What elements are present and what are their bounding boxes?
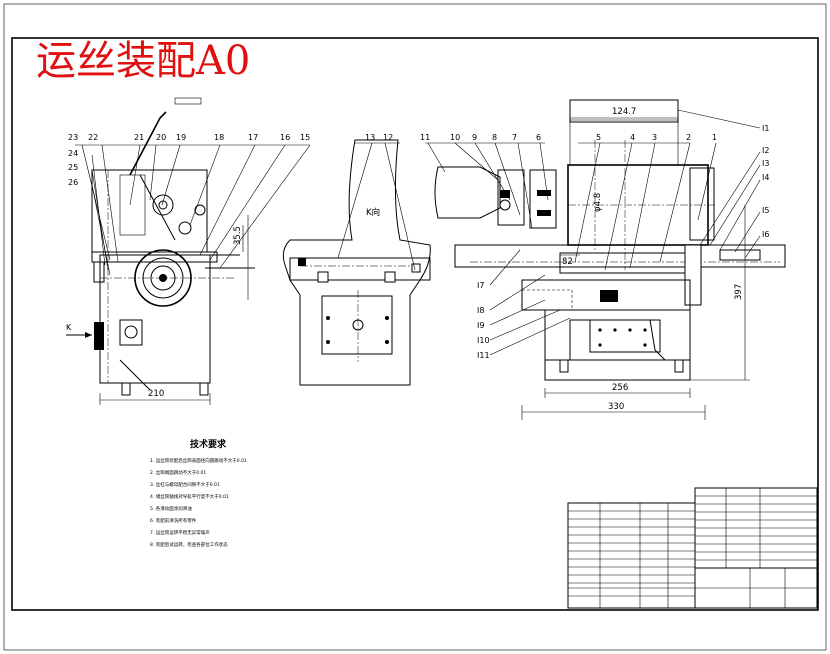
tech-req-item: 6. 装配前清洗所有零件 xyxy=(150,517,197,524)
part-label: 12 xyxy=(383,133,393,142)
k-arrow-label: K xyxy=(66,323,72,332)
part-label: 19 xyxy=(176,133,186,142)
part-label: 5 xyxy=(596,133,601,142)
part-label: 22 xyxy=(88,133,98,142)
outer-border xyxy=(3,3,827,651)
part-label: 25 xyxy=(68,163,78,172)
part-label: I2 xyxy=(762,146,769,155)
part-label: 17 xyxy=(248,133,258,142)
part-label: 26 xyxy=(68,178,78,187)
dimension-label: 330 xyxy=(608,402,624,412)
part-label: 4 xyxy=(630,133,635,142)
part-label: 24 xyxy=(68,149,78,158)
part-label: 20 xyxy=(156,133,166,142)
part-label: 3 xyxy=(652,133,657,142)
inner-border xyxy=(11,37,819,611)
part-label: 2 xyxy=(686,133,691,142)
side-view: K xyxy=(66,97,311,405)
sheet-title: 运丝装配A0 xyxy=(36,38,250,84)
motor xyxy=(434,166,501,219)
part-label: 15 xyxy=(300,133,310,142)
dimension-label: 397 xyxy=(734,284,744,300)
dimension-label: 210 xyxy=(148,389,164,399)
tech-req-item: 7. 运丝筒运转平稳无异常噪声 xyxy=(150,529,210,536)
dimension-label: φ4.8 xyxy=(593,193,603,212)
tech-req-item: 2. 丝筒端面跳动不大于0.01 xyxy=(150,469,206,476)
part-label: I7 xyxy=(477,281,484,290)
k-view-label: K向 xyxy=(366,207,380,218)
dimension-label: 124.7 xyxy=(612,107,636,117)
part-label: 8 xyxy=(492,133,497,142)
part-label: I8 xyxy=(477,306,484,315)
tech-req-item: 8. 装配后试运转，检查各部位工作状态 xyxy=(150,541,228,548)
part-label: 18 xyxy=(214,133,224,142)
part-label: 9 xyxy=(472,133,477,142)
part-label: I10 xyxy=(477,336,490,345)
part-label: I6 xyxy=(762,230,769,239)
tech-req-item: 4. 储丝筒轴线对导轨平行度不大于0.01 xyxy=(150,493,229,500)
front-view xyxy=(425,99,786,420)
dimension-label: 35.5 xyxy=(233,226,243,245)
part-label: 13 xyxy=(365,133,375,142)
tech-req-heading: 技术要求 xyxy=(190,438,227,450)
part-label: 7 xyxy=(512,133,517,142)
part-label: I11 xyxy=(477,351,490,360)
dimension-label: 256 xyxy=(612,383,628,393)
part-label: I5 xyxy=(762,206,769,215)
part-label: 23 xyxy=(68,133,78,142)
title-block-rows xyxy=(568,495,817,584)
tech-req-item: 1. 运丝筒装配后丝筒表面径向圆跳动不大于0.01 xyxy=(150,457,247,464)
tech-req-item: 3. 丝杠与螺母配合间隙不大于0.01 xyxy=(150,481,220,488)
part-label: 16 xyxy=(280,133,290,142)
k-view: K向 xyxy=(282,139,431,386)
part-label: I3 xyxy=(762,159,769,168)
part-label: 11 xyxy=(420,133,430,142)
part-label: 21 xyxy=(134,133,144,142)
part-label: 10 xyxy=(450,133,460,142)
part-label: 1 xyxy=(712,133,717,142)
tech-req-item: 5. 各滑动面涂润滑油 xyxy=(150,505,192,512)
part-label: I9 xyxy=(477,321,484,330)
part-label: I1 xyxy=(762,124,769,133)
title-block xyxy=(567,487,818,609)
part-label: I4 xyxy=(762,173,769,182)
dimension-label: 82 xyxy=(562,257,573,267)
technical-requirements: 技术要求 1. 运丝筒装配后丝筒表面径向圆跳动不大于0.01 2. 丝筒端面跳动… xyxy=(150,438,247,548)
part-label: 6 xyxy=(536,133,541,142)
